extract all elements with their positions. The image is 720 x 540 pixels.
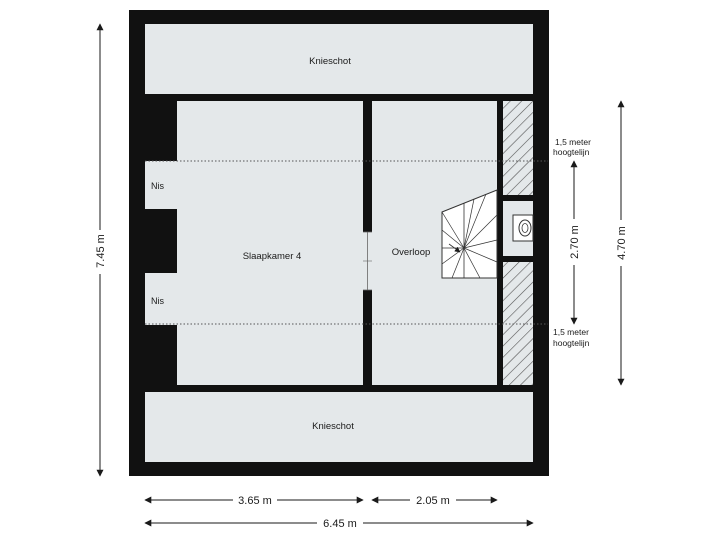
note-top-line2: hoogtelijn xyxy=(553,147,590,157)
stairs-icon xyxy=(441,189,498,279)
shaft-bottom xyxy=(503,262,533,385)
dimension-inner xyxy=(566,160,582,325)
dimension-right xyxy=(613,100,629,386)
overloop-label: Overloop xyxy=(392,247,431,258)
dimension-width-right-label: 2.05 m xyxy=(416,495,450,507)
nis-top-label: Nis xyxy=(151,181,164,191)
note-bottom-line1: 1,5 meter xyxy=(553,327,589,337)
dimension-left xyxy=(92,23,108,477)
knieschot-bottom-area xyxy=(145,392,533,462)
dimension-width-total-label: 6.45 m xyxy=(323,518,357,530)
dimension-width-left-label: 3.65 m xyxy=(238,495,272,507)
knieschot-top-label: Knieschot xyxy=(309,56,351,67)
dimension-width-right xyxy=(371,492,498,508)
nis-bottom-label: Nis xyxy=(151,296,164,306)
slaapkamer-label: Slaapkamer 4 xyxy=(243,251,302,262)
dimension-left-label: 7.45 m xyxy=(95,234,107,268)
note-bottom-line2: hoogtelijn xyxy=(553,338,590,348)
dimension-width-left xyxy=(144,492,364,508)
slaapkamer-area xyxy=(177,101,363,385)
knieschot-top-area xyxy=(145,24,533,94)
dimension-right-label: 4.70 m xyxy=(616,226,628,260)
dimension-width-total xyxy=(144,515,534,531)
knieschot-bottom-label: Knieschot xyxy=(312,421,354,432)
nis-top-area xyxy=(145,161,179,209)
nis-bottom-area xyxy=(145,273,179,325)
note-top-line1: 1,5 meter xyxy=(555,137,591,147)
shaft-top xyxy=(503,101,533,195)
dimension-inner-label: 2.70 m xyxy=(569,225,581,259)
toilet-icon xyxy=(512,214,534,242)
